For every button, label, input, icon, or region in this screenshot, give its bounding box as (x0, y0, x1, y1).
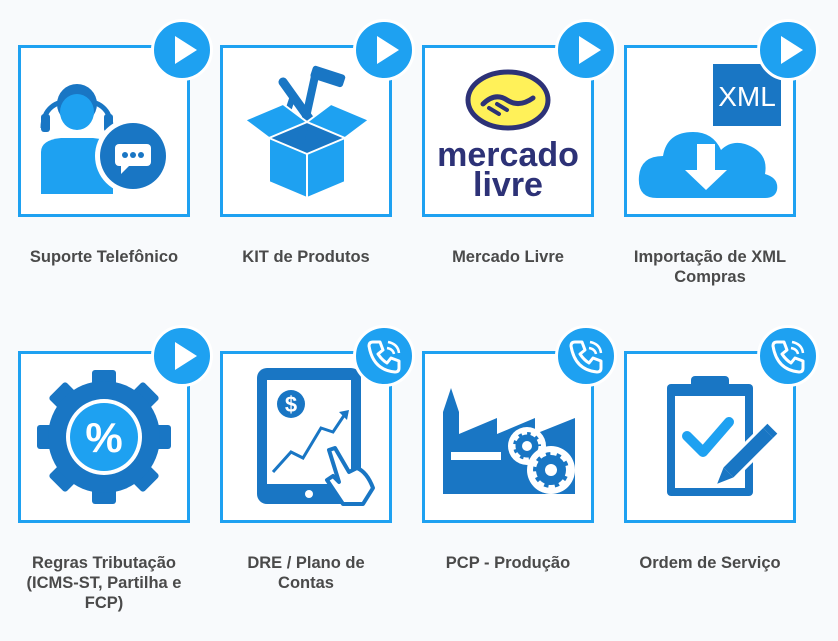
card-label: PCP - Produção (445, 554, 571, 572)
video-play-button[interactable] (151, 325, 213, 387)
tile-regras-tributacao[interactable]: % (18, 351, 190, 523)
card-label: DRE / Plano de Contas (247, 554, 365, 592)
video-play-button[interactable] (555, 19, 617, 81)
card-pcp-producao[interactable]: PCP - Produção (422, 325, 622, 641)
clipboard-check-icon (667, 376, 779, 496)
tile-pcp-producao[interactable] (422, 351, 594, 523)
dollar-text: $ (285, 392, 297, 417)
play-icon (377, 36, 399, 64)
phone-icon (569, 340, 603, 374)
tile-kit-de-produtos[interactable] (220, 45, 392, 217)
tools-box-icon (243, 65, 371, 200)
phone-call-button[interactable] (353, 325, 415, 387)
services-page: { "colors": { "accent": "#1ea1f1", "icon… (18, 19, 824, 612)
mercado-livre-logo: mercado livre (437, 69, 579, 204)
logo-line2: livre (473, 166, 543, 204)
video-play-button[interactable] (757, 19, 819, 81)
card-regras-tributacao[interactable]: % Regras Tributação (ICMS-ST, Partilha e… (18, 325, 218, 641)
card-dre-plano-contas[interactable]: $ DRE / Plano de Contas (220, 325, 420, 641)
play-icon (175, 342, 197, 370)
percent-gear-icon: % (37, 370, 171, 504)
card-kit-de-produtos[interactable]: KIT de Produtos (220, 19, 420, 335)
phone-call-button[interactable] (757, 325, 819, 387)
card-ordem-servico[interactable]: Ordem de Serviço (624, 325, 824, 641)
card-label: Suporte Telefônico (29, 248, 179, 266)
factory-gears-icon (443, 388, 575, 494)
video-play-button[interactable] (151, 19, 213, 81)
card-mercado-livre[interactable]: mercado livre Mercado Livre (422, 19, 622, 335)
tablet-chart-icon: $ (257, 368, 375, 506)
xml-text: XML (718, 81, 776, 112)
play-icon (781, 36, 803, 64)
percent-text: % (85, 414, 122, 461)
video-play-button[interactable] (353, 19, 415, 81)
support-agent-icon (40, 84, 171, 194)
play-icon (175, 36, 197, 64)
card-importacao-xml[interactable]: XML Importação de XML Compras (624, 19, 824, 335)
card-label: KIT de Produtos (242, 248, 370, 266)
phone-icon (367, 340, 401, 374)
card-label: Importação de XML Compras (633, 248, 787, 286)
card-label: Ordem de Serviço (639, 554, 781, 572)
card-suporte-telefonico[interactable]: Suporte Telefônico (18, 19, 218, 335)
card-label: Mercado Livre (452, 248, 564, 266)
phone-call-button[interactable] (555, 325, 617, 387)
logo-line1: mercado (437, 136, 579, 174)
phone-icon (771, 340, 805, 374)
card-label: Regras Tributação (ICMS-ST, Partilha e F… (26, 554, 182, 612)
play-icon (579, 36, 601, 64)
